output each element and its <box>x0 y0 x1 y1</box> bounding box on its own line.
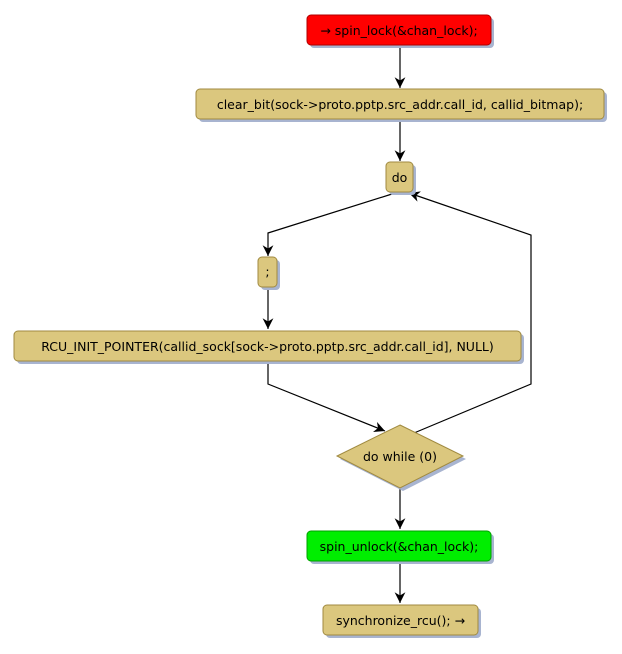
edge-do-to-empty-stmt <box>262 193 393 256</box>
node-spin-unlock[interactable]: spin_unlock(&chan_lock); <box>306 530 494 564</box>
edge-do-while-loop-back-to-do <box>408 191 532 434</box>
node-spin-lock[interactable]: → spin_lock(&chan_lock); <box>306 14 494 48</box>
node-synchronize-rcu-box <box>322 604 479 636</box>
nodes: → spin_lock(&chan_lock); clear_bit(sock-… <box>13 14 607 638</box>
node-empty-statement[interactable]: ; <box>257 256 280 290</box>
node-synchronize-rcu-label: synchronize_rcu(); → <box>336 613 465 628</box>
node-rcu-init-pointer-label: RCU_INIT_POINTER(callid_sock[sock->proto… <box>41 339 494 354</box>
node-do-while-label: do while (0) <box>363 449 437 464</box>
node-synchronize-rcu[interactable]: synchronize_rcu(); → <box>322 604 481 638</box>
node-empty-statement-label: ; <box>265 264 269 279</box>
node-do-box <box>385 161 414 193</box>
node-do-while[interactable]: do while (0) <box>335 424 466 491</box>
node-spin-unlock-label: spin_unlock(&chan_lock); <box>320 539 479 554</box>
node-do-while-diamond <box>335 424 465 489</box>
node-do-label: do <box>392 170 408 185</box>
node-do[interactable]: do <box>385 161 416 195</box>
node-spin-lock-label: → spin_lock(&chan_lock); <box>320 23 477 38</box>
node-rcu-init-pointer[interactable]: RCU_INIT_POINTER(callid_sock[sock->proto… <box>13 330 524 364</box>
edges <box>262 45 532 603</box>
node-empty-statement-box <box>257 256 278 288</box>
node-clear-bit-label: clear_bit(sock->proto.pptp.src_addr.call… <box>217 97 583 112</box>
node-spin-lock-box <box>306 14 492 46</box>
node-rcu-init-pointer-box <box>13 330 522 362</box>
node-spin-unlock-box <box>306 530 492 562</box>
node-clear-bit[interactable]: clear_bit(sock->proto.pptp.src_addr.call… <box>195 88 607 122</box>
node-clear-bit-box <box>195 88 605 120</box>
edge-rcu-init-to-do-while <box>267 362 386 432</box>
